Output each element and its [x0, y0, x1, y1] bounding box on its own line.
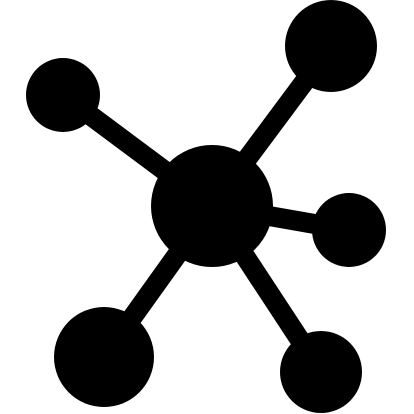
node-top-right: [285, 0, 377, 92]
node-right: [312, 193, 386, 267]
node-bottom-left: [54, 307, 154, 407]
node-top-left: [26, 58, 100, 132]
node-bottom-right: [280, 331, 362, 413]
node-center-hub: [151, 145, 273, 267]
network-nodes: [26, 0, 386, 413]
